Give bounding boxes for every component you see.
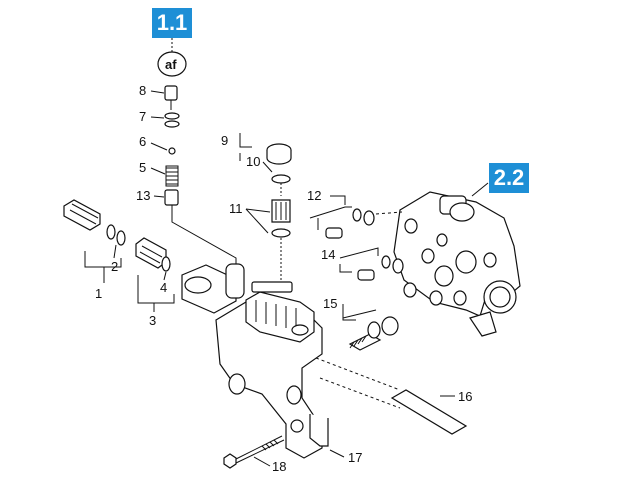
part-9-valve-cap (266, 143, 292, 165)
label-2: 2 (111, 259, 118, 274)
assembly-badge-2-2[interactable]: 2.2 (489, 163, 529, 193)
label-7: 7 (139, 109, 146, 124)
part-16-gasket-strip (390, 389, 468, 435)
label-9: 9 (221, 133, 228, 148)
label-12: 12 (307, 188, 321, 203)
part-15-unloader (348, 316, 399, 351)
part-13-sleeve (164, 189, 179, 206)
label-6: 6 (139, 134, 146, 149)
label-8: 8 (139, 83, 146, 98)
part-14-plug-and-rings (357, 255, 404, 281)
label-15: 15 (323, 296, 337, 311)
part-6-ball (168, 147, 176, 155)
label-10: 10 (246, 154, 260, 169)
part-8-valve-stem (164, 85, 178, 110)
assembly-badge-1-1[interactable]: 1.1 (152, 8, 192, 38)
label-4: 4 (160, 280, 167, 295)
pump-housing (181, 263, 329, 459)
label-18: 18 (272, 459, 286, 474)
part-18-bolt (223, 435, 285, 469)
part-3-fitting (135, 237, 167, 269)
label-3: 3 (149, 313, 156, 328)
label-16: 16 (458, 389, 472, 404)
cap-af: af (157, 51, 187, 77)
label-11: 11 (229, 201, 243, 216)
part-11-valve-cage (271, 199, 291, 238)
part-1-hose-fitting (63, 199, 101, 231)
label-1: 1 (95, 286, 102, 301)
part-2-o-rings (106, 224, 126, 246)
part-12-plug-and-rings (325, 208, 375, 239)
part-4-o-ring (161, 256, 171, 272)
part-7-o-ring (164, 112, 180, 128)
label-14: 14 (321, 247, 335, 262)
svg-text:af: af (165, 57, 177, 72)
label-17: 17 (348, 450, 362, 465)
manifold-head (393, 191, 521, 337)
label-13: 13 (136, 188, 150, 203)
part-5-spring (165, 165, 179, 187)
label-5: 5 (139, 160, 146, 175)
part-10-o-ring (271, 174, 291, 184)
